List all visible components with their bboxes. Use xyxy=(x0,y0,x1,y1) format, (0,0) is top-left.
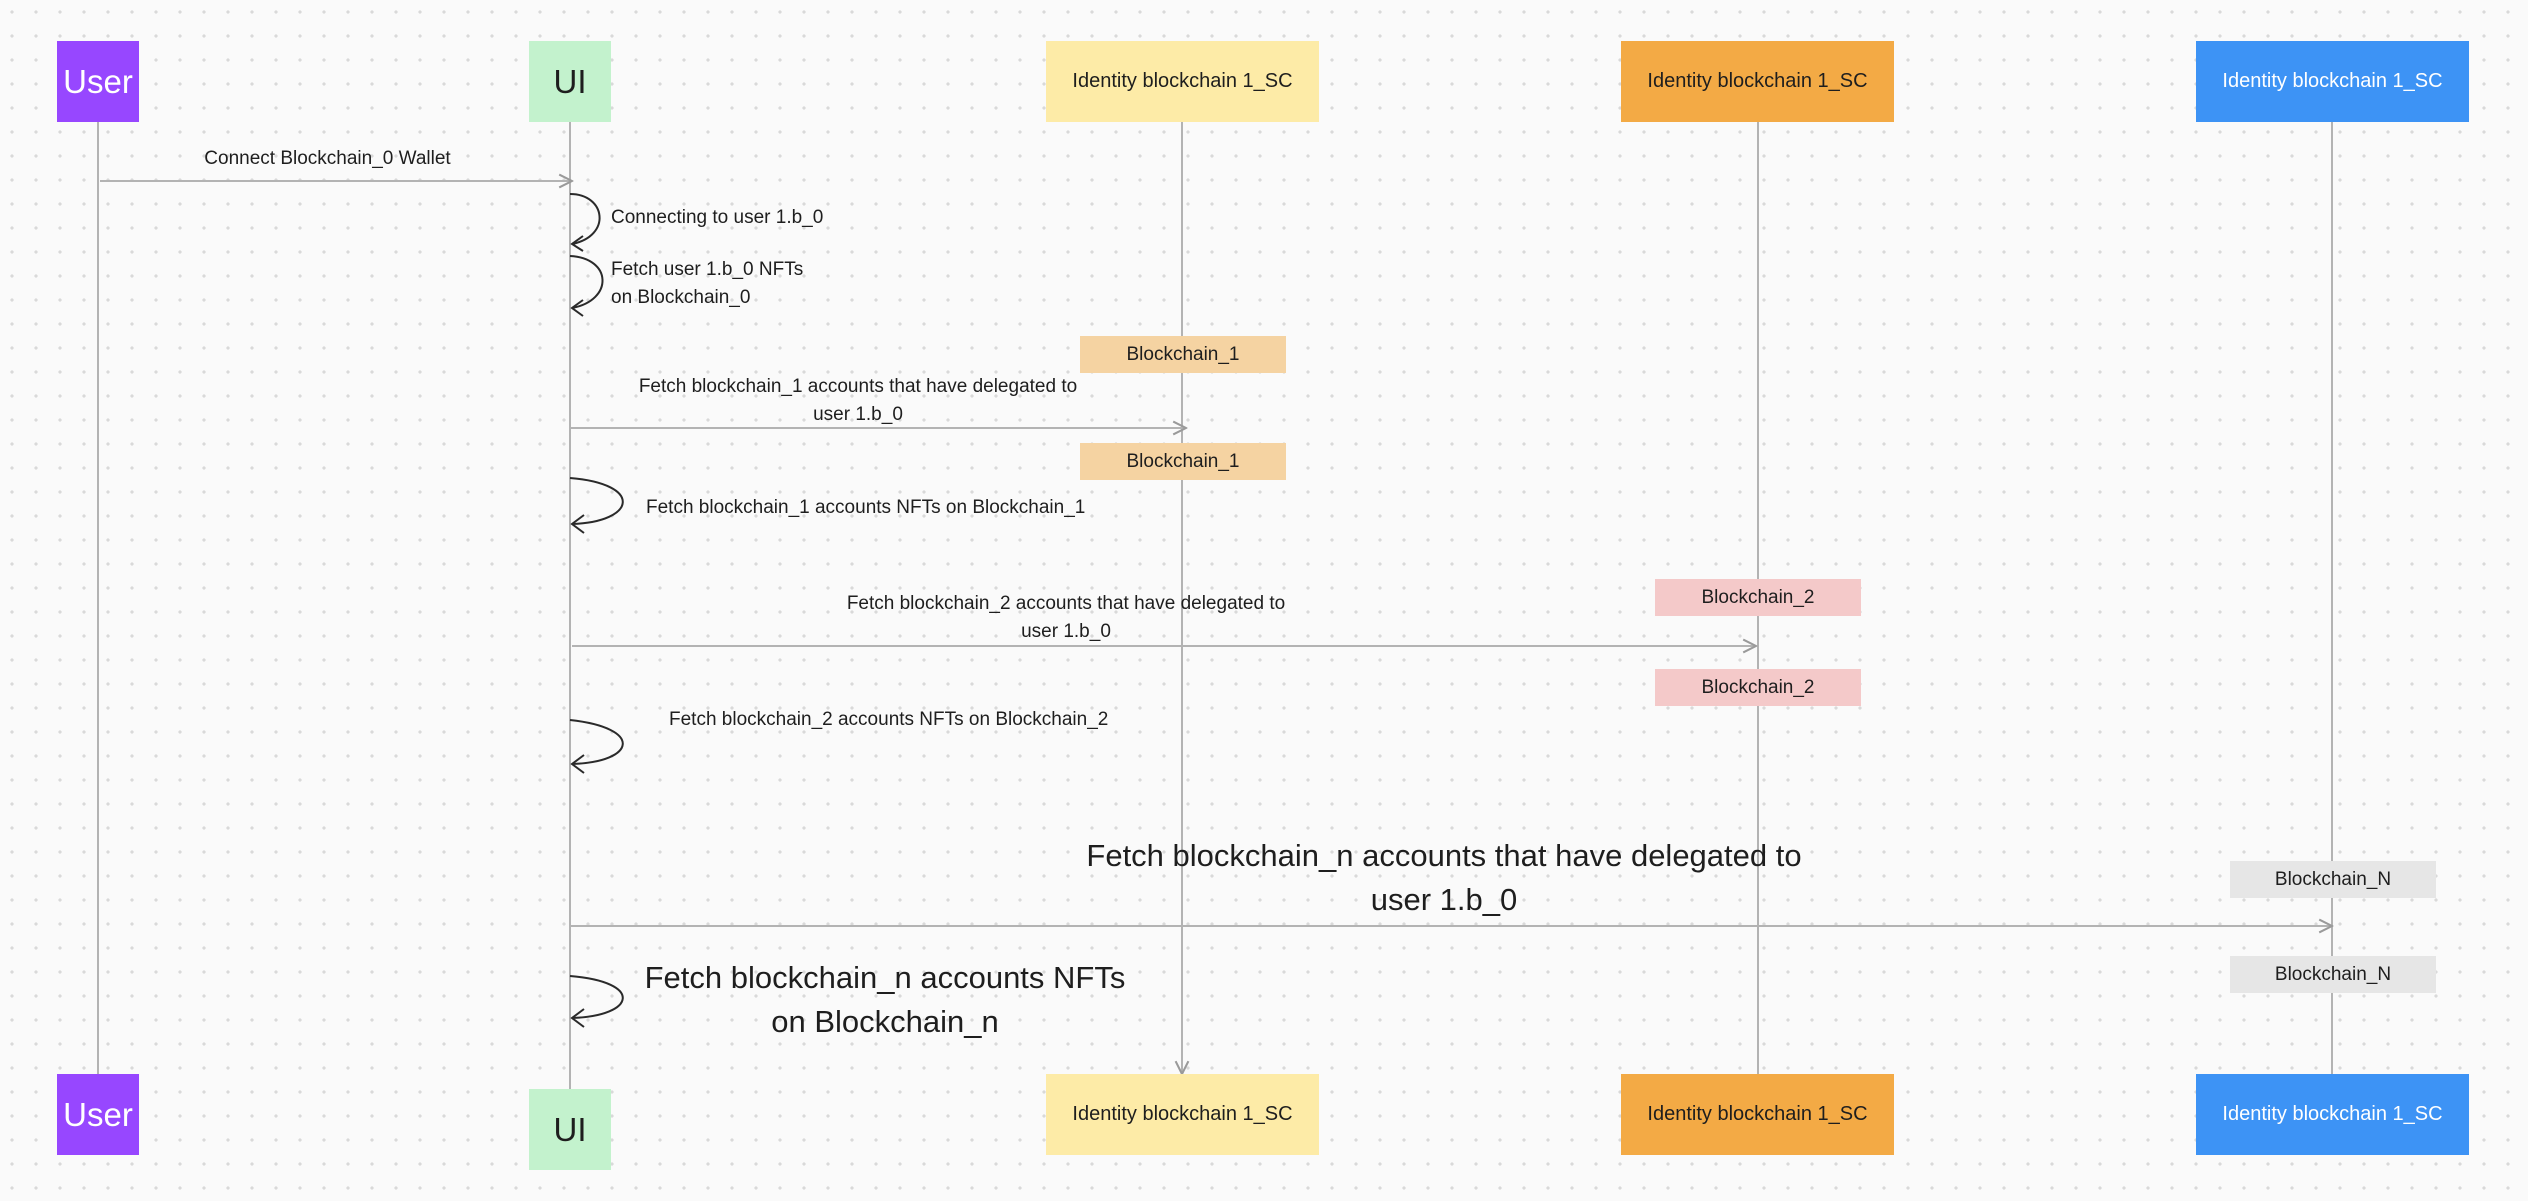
participant-identity-1-top[interactable]: Identity blockchain 1_SC xyxy=(1046,41,1319,122)
message-fetch-bn-accounts: Fetch blockchain_n accounts that have de… xyxy=(1086,838,1802,917)
message-fetch-user-nfts: Fetch user 1.b_0 NFTs on Blockchain_0 xyxy=(611,259,804,308)
self-loop-arrowhead-fetch-b1-nfts xyxy=(570,514,585,534)
tag-blockchain-1-a: Blockchain_1 xyxy=(1080,336,1286,373)
participant-ui-bottom[interactable]: UI xyxy=(529,1089,611,1170)
message-connect-wallet: Connect Blockchain_0 Wallet xyxy=(204,148,451,169)
tag-blockchain-1-b: Blockchain_1 xyxy=(1080,443,1286,480)
self-loop-arrowhead-fetch-user-nfts xyxy=(570,299,584,317)
message-fetch-b2-nfts: Fetch blockchain_2 accounts NFTs on Bloc… xyxy=(669,709,1109,730)
participant-identity-3-top[interactable]: Identity blockchain 1_SC xyxy=(2196,41,2469,122)
tag-blockchain-n-b: Blockchain_N xyxy=(2230,956,2436,993)
self-loop-arrowhead-connecting xyxy=(570,235,584,252)
tag-blockchain-2-b: Blockchain_2 xyxy=(1655,669,1861,706)
message-fetch-b2-accounts: Fetch blockchain_2 accounts that have de… xyxy=(846,593,1286,642)
message-fetch-bn-nfts: Fetch blockchain_n accounts NFTs on Bloc… xyxy=(644,960,1126,1039)
self-loop-arrowhead-fetch-b2-nfts xyxy=(570,754,585,774)
message-fetch-b1-nfts: Fetch blockchain_1 accounts NFTs on Bloc… xyxy=(646,497,1086,518)
participant-user-bottom[interactable]: User xyxy=(57,1074,139,1155)
participant-identity-2-bottom[interactable]: Identity blockchain 1_SC xyxy=(1621,1074,1894,1155)
self-loop-connecting xyxy=(569,193,601,245)
tag-blockchain-2-a: Blockchain_2 xyxy=(1655,579,1861,616)
participant-identity-1-bottom[interactable]: Identity blockchain 1_SC xyxy=(1046,1074,1319,1155)
participant-identity-3-bottom[interactable]: Identity blockchain 1_SC xyxy=(2196,1074,2469,1155)
self-loop-fetch-b1-nfts xyxy=(569,477,624,525)
self-loop-fetch-b2-nfts xyxy=(569,719,624,765)
self-loop-fetch-user-nfts xyxy=(569,255,604,309)
self-loop-fetch-bn-nfts xyxy=(569,975,624,1019)
participant-identity-2-top[interactable]: Identity blockchain 1_SC xyxy=(1621,41,1894,122)
message-fetch-b1-accounts: Fetch blockchain_1 accounts that have de… xyxy=(638,376,1078,425)
self-loop-arrowhead-fetch-bn-nfts xyxy=(570,1008,585,1028)
tag-blockchain-n-a: Blockchain_N xyxy=(2230,861,2436,898)
message-connecting-user: Connecting to user 1.b_0 xyxy=(611,207,824,228)
participant-ui-top[interactable]: UI xyxy=(529,41,611,122)
participant-user-top[interactable]: User xyxy=(57,41,139,122)
